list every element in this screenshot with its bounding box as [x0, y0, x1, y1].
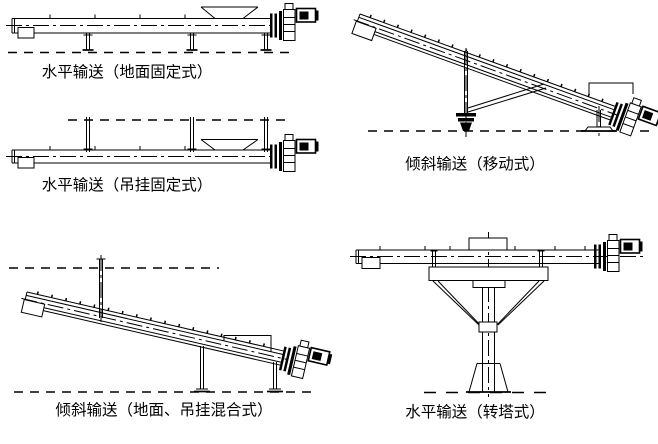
inlet-bracket [223, 335, 272, 352]
tube-hatch-ticks [369, 14, 610, 104]
rear-support [581, 106, 616, 136]
support-legs [82, 33, 272, 51]
feed-inlet-box [20, 298, 46, 318]
tower-braces [432, 280, 545, 329]
turntable-platform [428, 266, 549, 281]
column-collar [478, 321, 498, 333]
tube-mount-posts [430, 250, 545, 267]
caption-horizontal-turret: 水平输送（转塔式） [405, 403, 545, 421]
caption-horizontal-ground-fixed: 水平输送（地面固定式） [42, 63, 213, 81]
tube-hatch-ticks [36, 291, 278, 350]
diagram-inclined-mobile: 倾斜输送（移动式） [351, 13, 658, 173]
motor-drive-unit [606, 91, 658, 145]
caption-inclined-mobile: 倾斜输送（移动式） [405, 155, 545, 173]
diagram-horizontal-turret: 水平输送（转塔式） [350, 232, 645, 421]
discharge-outlet [361, 257, 381, 269]
feed-hopper [200, 6, 259, 19]
tube-ticks [49, 146, 186, 150]
discharge-outlet [17, 27, 35, 39]
caption-inclined-ground-hanging-mixed: 倾斜输送（地面、吊挂混合式） [55, 401, 272, 419]
wheel [460, 122, 472, 131]
conveyor-tube [20, 291, 335, 385]
conveyor-tube [6, 146, 274, 164]
slew-bearing-box [472, 280, 506, 288]
diagram-horizontal-ground-fixed: 水平输送（地面固定式） [6, 2, 320, 81]
wheeled-support-post [456, 48, 476, 137]
discharge-outlet [17, 157, 35, 169]
wheel-flange [456, 113, 476, 117]
hanger-rod [96, 255, 106, 322]
feed-inlet-box [351, 20, 377, 42]
motor-drive-unit [269, 2, 320, 42]
column-cone-base [468, 363, 509, 393]
conveyor-tube [6, 14, 274, 34]
hanger-rods [83, 117, 271, 152]
diagram-inclined-ground-hanging-mixed: 倾斜输送（地面、吊挂混合式） [9, 255, 335, 419]
inlet-bracket [588, 82, 634, 96]
conveyor-tube [351, 13, 658, 145]
motor-drive-unit [593, 233, 644, 273]
tower-column [466, 287, 511, 393]
diagonal-brace [467, 83, 547, 113]
top-inlet-box [468, 237, 508, 251]
motor-drive-unit [269, 133, 320, 173]
support-legs [194, 346, 283, 393]
diagram-horizontal-hanging-fixed: 水平输送（吊挂固定式） [6, 117, 320, 194]
wheel-flange [458, 118, 474, 122]
feed-hopper [200, 139, 259, 151]
tube-ticks [379, 246, 586, 250]
motor-drive-unit [277, 336, 335, 385]
caption-horizontal-hanging-fixed: 水平输送（吊挂固定式） [42, 176, 213, 194]
tube-ticks [49, 14, 186, 19]
